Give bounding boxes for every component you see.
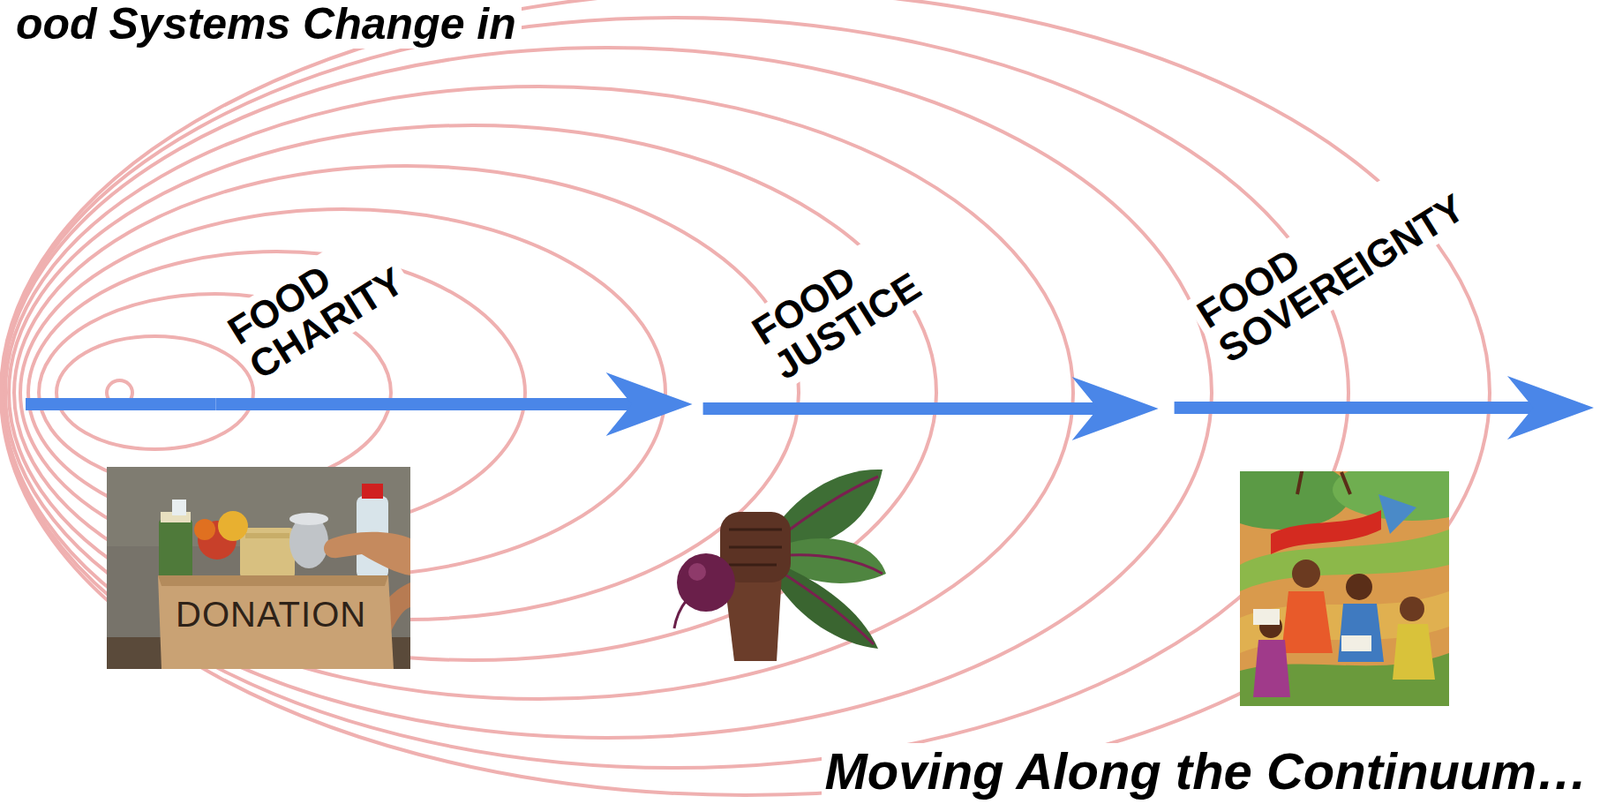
stage-name: FOOD JUSTICE — [740, 226, 934, 392]
arrow-shaft — [1174, 401, 1536, 414]
stage-label: FOOD JUSTICE — [740, 226, 934, 392]
continuum-arrow — [215, 372, 692, 436]
donation-photo — [106, 466, 411, 669]
spiral-ring — [5, 86, 1074, 699]
spiral-ring — [20, 209, 666, 577]
stage-label: FOOD CHARITY — [215, 221, 416, 391]
spiral-ring — [1, 17, 1349, 768]
arrow-shaft — [215, 398, 634, 411]
lead-line — [25, 404, 216, 406]
continuum-arrow — [703, 376, 1159, 441]
arrow-head — [1072, 376, 1159, 441]
stage-name: FOOD CHARITY — [215, 221, 416, 391]
arrow-head — [606, 372, 693, 436]
trailing-arrow — [1174, 375, 1594, 440]
arrow-shaft — [25, 398, 216, 411]
spiral — [0, 0, 1490, 796]
stage-name: FOOD SOVEREIGNTY — [1185, 148, 1478, 376]
spiral-ring — [2, 47, 1212, 738]
title: ood Systems Change in — [10, 0, 522, 49]
spiral-ring — [0, 0, 1490, 796]
spiral-ring — [56, 336, 254, 450]
arrow-shaft — [703, 402, 1100, 415]
arrow-head — [1507, 375, 1594, 440]
fist-beet-drawing — [674, 469, 887, 662]
sovereignty-painting — [1239, 471, 1450, 707]
stage-label: FOOD SOVEREIGNTY — [1185, 148, 1478, 376]
caption: Moving Along the Continuum… — [821, 743, 1592, 800]
box-lettering: DONATION — [175, 596, 367, 632]
